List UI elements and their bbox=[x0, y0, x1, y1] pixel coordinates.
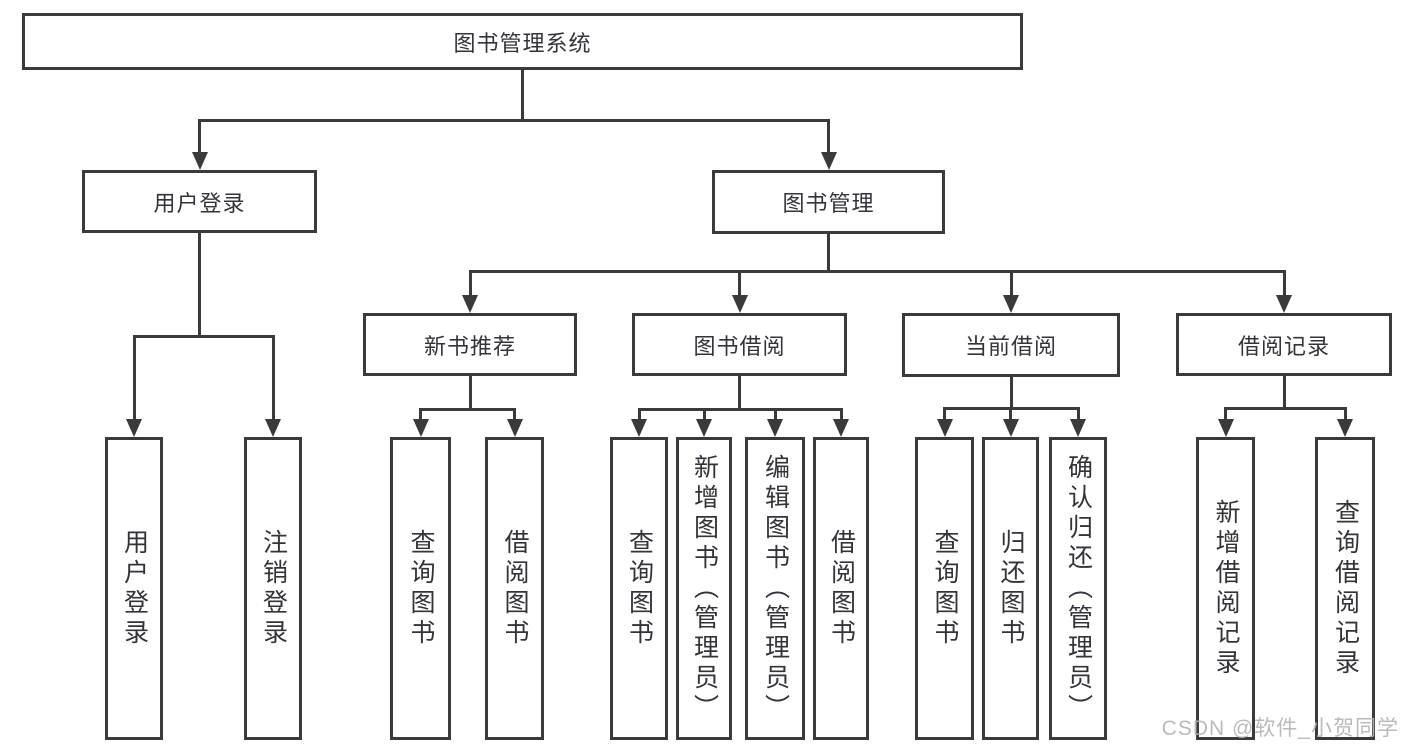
edge-drop-leaf-cu-query bbox=[943, 408, 946, 423]
node-label-book-mgmt: 图书管理 bbox=[782, 191, 875, 216]
node-label-leaf-cu-return: 归还图书 bbox=[997, 528, 1025, 649]
node-label-leaf-re-query: 查询借阅记录 bbox=[1331, 498, 1360, 679]
edge-bar-borrow-records bbox=[1224, 406, 1347, 410]
node-borrow-records: 借阅记录 bbox=[1176, 313, 1392, 376]
node-book-borrow: 图书借阅 bbox=[632, 313, 847, 376]
node-leaf-bw-edit: 编辑图书（管理员） bbox=[745, 437, 805, 740]
arrow-down-icon-leaf-logout bbox=[265, 419, 281, 437]
node-user-login: 用户登录 bbox=[82, 170, 317, 233]
node-label-borrow-records: 借阅记录 bbox=[1237, 333, 1330, 359]
arrow-down-icon-leaf-bw-add bbox=[696, 419, 712, 437]
edge-bar-root bbox=[198, 118, 830, 122]
arrow-down-icon-leaf-nb-query bbox=[412, 419, 429, 437]
edge-drop-leaf-re-query bbox=[1343, 408, 1347, 423]
edge-drop-new-book bbox=[468, 271, 472, 299]
edge-drop-leaf-nb-query bbox=[419, 409, 422, 423]
edge-bar-user-login bbox=[132, 334, 275, 338]
edge-stem-user-login bbox=[198, 233, 201, 336]
arrow-down-icon-book-mgmt bbox=[820, 152, 837, 170]
node-new-book: 新书推荐 bbox=[363, 313, 577, 376]
node-leaf-cu-confirm: 确认归还（管理员） bbox=[1049, 437, 1107, 740]
arrow-down-icon-leaf-cu-query bbox=[936, 419, 953, 437]
edge-drop-book-borrow bbox=[738, 271, 741, 299]
arrow-down-icon-leaf-nb-borrow bbox=[506, 419, 523, 437]
node-leaf-bw-query: 查询图书 bbox=[610, 437, 668, 740]
edge-drop-book-mgmt bbox=[827, 120, 830, 156]
arrow-down-icon-user-login bbox=[191, 152, 208, 170]
edge-bar-book-mgmt bbox=[468, 269, 1286, 273]
edge-drop-current-borrow bbox=[1009, 271, 1013, 299]
node-label-root: 图书管理系统 bbox=[453, 30, 592, 56]
node-label-leaf-cu-query: 查询图书 bbox=[931, 528, 959, 649]
edge-drop-leaf-logout bbox=[271, 336, 275, 423]
edge-stem-book-mgmt bbox=[827, 234, 830, 271]
node-leaf-nb-borrow: 借阅图书 bbox=[485, 437, 544, 740]
node-leaf-bw-add: 新增图书（管理员） bbox=[676, 437, 732, 740]
edge-stem-book-borrow bbox=[738, 376, 741, 409]
node-label-leaf-bw-edit: 编辑图书（管理员） bbox=[761, 453, 790, 724]
node-leaf-re-query: 查询借阅记录 bbox=[1315, 437, 1375, 740]
node-book-mgmt: 图书管理 bbox=[712, 170, 945, 234]
node-root: 图书管理系统 bbox=[22, 13, 1023, 70]
node-leaf-user-login: 用户登录 bbox=[105, 437, 163, 740]
node-current-borrow: 当前借阅 bbox=[902, 313, 1120, 377]
node-label-leaf-nb-query: 查询图书 bbox=[407, 528, 435, 649]
edge-drop-leaf-user-login bbox=[132, 336, 136, 423]
node-leaf-cu-return: 归还图书 bbox=[982, 437, 1039, 740]
edge-drop-user-login bbox=[198, 120, 201, 156]
edge-drop-leaf-bw-add bbox=[702, 409, 706, 423]
edge-stem-current-borrow bbox=[1009, 377, 1013, 408]
arrow-down-icon-leaf-cu-return bbox=[1002, 419, 1019, 437]
node-label-leaf-bw-query: 查询图书 bbox=[625, 528, 654, 649]
arrow-down-icon-leaf-re-query bbox=[1337, 419, 1353, 437]
edge-stem-new-book bbox=[468, 376, 472, 409]
arrow-down-icon-current-borrow bbox=[1003, 295, 1019, 313]
node-label-leaf-re-add: 新增借阅记录 bbox=[1212, 498, 1240, 679]
node-label-leaf-bw-borrow: 借阅图书 bbox=[827, 528, 856, 649]
node-label-leaf-bw-add: 新增图书（管理员） bbox=[690, 453, 719, 724]
edge-drop-leaf-bw-edit bbox=[773, 409, 777, 423]
node-label-new-book: 新书推荐 bbox=[423, 333, 516, 359]
edge-drop-leaf-re-add bbox=[1224, 408, 1227, 423]
node-leaf-bw-borrow: 借阅图书 bbox=[813, 437, 869, 740]
edge-drop-leaf-bw-borrow bbox=[839, 409, 843, 423]
edge-drop-leaf-cu-return bbox=[1009, 408, 1012, 423]
csdn-watermark: CSDN @软件_小贺同学 bbox=[1161, 717, 1399, 740]
node-label-user-login: 用户登录 bbox=[153, 190, 246, 216]
arrow-down-icon-leaf-bw-edit bbox=[767, 419, 783, 437]
arrow-down-icon-leaf-user-login bbox=[126, 419, 142, 437]
node-label-leaf-cu-confirm: 确认归还（管理员） bbox=[1064, 453, 1093, 724]
node-label-current-borrow: 当前借阅 bbox=[964, 334, 1057, 359]
edge-stem-root bbox=[521, 70, 524, 120]
node-label-leaf-logout: 注销登录 bbox=[259, 528, 288, 649]
node-label-book-borrow: 图书借阅 bbox=[693, 333, 786, 359]
node-label-leaf-user-login: 用户登录 bbox=[120, 528, 149, 649]
node-leaf-nb-query: 查询图书 bbox=[390, 437, 451, 740]
edge-drop-leaf-bw-query bbox=[637, 409, 641, 423]
arrow-down-icon-leaf-re-add bbox=[1217, 419, 1234, 437]
edge-bar-new-book bbox=[419, 407, 516, 411]
node-label-leaf-nb-borrow: 借阅图书 bbox=[501, 528, 529, 649]
arrow-down-icon-leaf-bw-query bbox=[631, 419, 647, 437]
edge-drop-borrow-records bbox=[1282, 271, 1286, 299]
arrow-down-icon-leaf-bw-borrow bbox=[833, 419, 849, 437]
arrow-down-icon-leaf-cu-confirm bbox=[1070, 419, 1086, 437]
edge-bar-book-borrow bbox=[637, 407, 843, 411]
edge-drop-leaf-nb-borrow bbox=[513, 409, 516, 423]
arrow-down-icon-new-book bbox=[462, 295, 478, 313]
node-leaf-re-add: 新增借阅记录 bbox=[1196, 437, 1255, 740]
arrow-down-icon-book-borrow bbox=[731, 295, 748, 313]
node-leaf-logout: 注销登录 bbox=[244, 437, 302, 740]
edge-stem-borrow-records bbox=[1282, 376, 1286, 408]
edge-drop-leaf-cu-confirm bbox=[1076, 408, 1080, 423]
arrow-down-icon-borrow-records bbox=[1276, 295, 1292, 313]
node-leaf-cu-query: 查询图书 bbox=[915, 437, 974, 740]
